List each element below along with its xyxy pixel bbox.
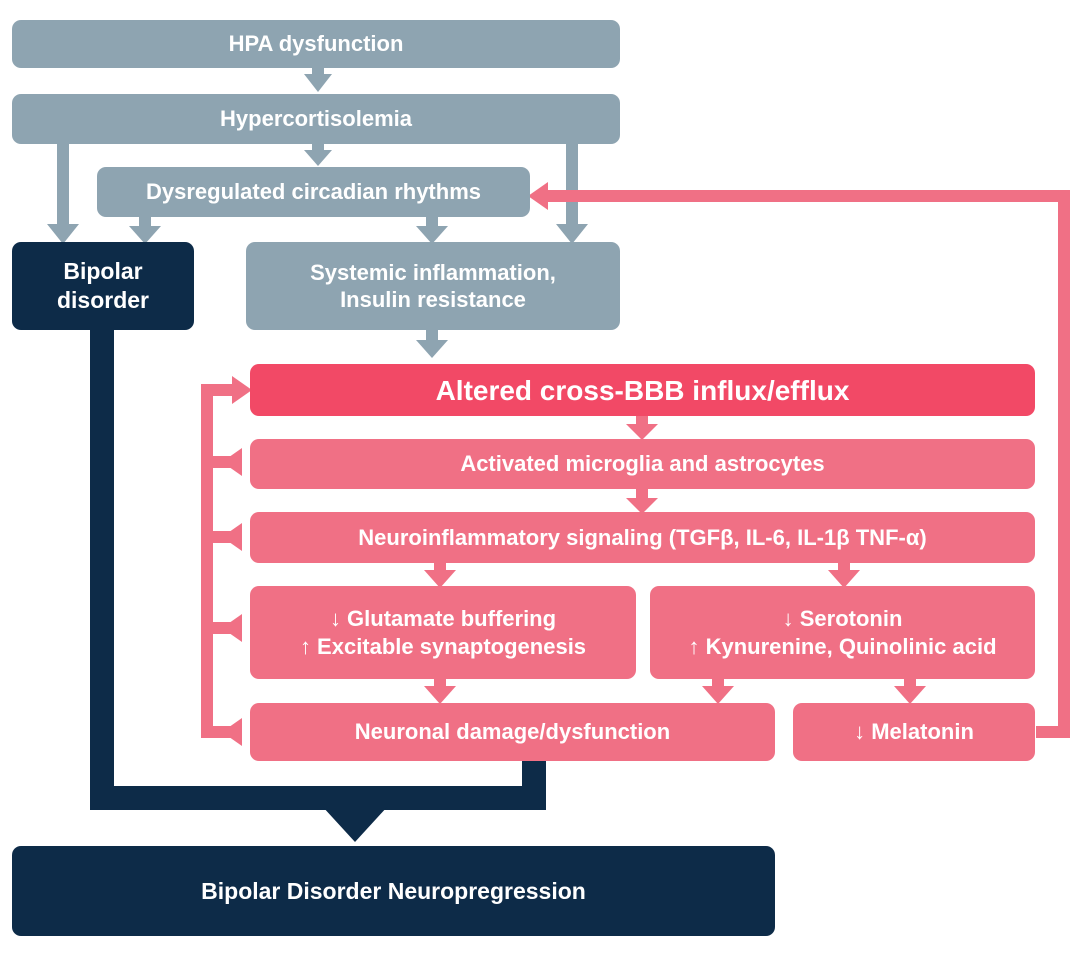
arrow-bbb-to-microglia <box>626 414 658 440</box>
arrow-circadian-to-systemic <box>416 216 448 244</box>
arrow-serotonin-to-neuronal <box>702 678 734 704</box>
node-systemic-inflammation: Systemic inflammation, Insulin resistanc… <box>246 242 620 330</box>
feedback-loop-melatonin-to-circadian <box>528 182 1070 738</box>
arrow-hypercortisolemia-to-systemic <box>556 142 588 244</box>
node-dysregulated-circadian-rhythms: Dysregulated circadian rhythms <box>97 167 530 217</box>
node-glutamate-synaptogenesis-line1: ↓ Glutamate buffering <box>329 606 557 631</box>
node-bipolar-disorder-neuroprogression-label: Bipolar Disorder Neuropregression <box>201 877 586 904</box>
node-systemic-inflammation-line1: Systemic inflammation, <box>310 259 556 285</box>
node-bipolar-disorder-line1: Bipolar <box>63 258 143 285</box>
pink-connectors <box>201 182 1070 746</box>
node-bipolar-disorder-neuroprogression: Bipolar Disorder Neuropregression <box>12 846 775 936</box>
node-hypercortisolemia: Hypercortisolemia <box>12 94 620 144</box>
arrow-hypercortisolemia-to-circadian <box>304 142 332 166</box>
node-hypercortisolemia-label: Hypercortisolemia <box>220 106 412 132</box>
node-serotonin-kynurenine-line2: ↑ Kynurenine, Quinolinic acid <box>688 633 997 659</box>
node-activated-microglia-label: Activated microglia and astrocytes <box>460 451 825 477</box>
node-activated-microglia: Activated microglia and astrocytes <box>250 439 1035 489</box>
node-altered-cross-bbb-label: Altered cross-BBB influx/efflux <box>435 374 850 406</box>
node-melatonin: ↓ Melatonin <box>793 703 1035 761</box>
arrow-microglia-to-neuroinflammatory <box>626 488 658 514</box>
node-glutamate-synaptogenesis-line2: ↑ Excitable synaptogenesis <box>299 633 587 659</box>
node-bipolar-disorder: Bipolar disorder <box>12 242 194 330</box>
node-systemic-inflammation-line2: Insulin resistance <box>340 287 526 312</box>
node-hpa-dysfunction-label: HPA dysfunction <box>228 31 404 57</box>
node-melatonin-label: ↓ Melatonin <box>854 719 974 745</box>
node-neuronal-damage-label: Neuronal damage/dysfunction <box>354 719 671 745</box>
feedback-loop-left <box>201 376 252 746</box>
arrow-serotonin-to-melatonin <box>894 678 926 704</box>
arrow-neuroinflammatory-to-serotonin <box>828 562 860 588</box>
node-hpa-dysfunction: HPA dysfunction <box>12 20 620 68</box>
arrow-circadian-to-bipolar <box>129 216 161 244</box>
arrow-hpa-to-hypercortisolemia <box>304 66 332 92</box>
node-dysregulated-circadian-rhythms-label: Dysregulated circadian rhythms <box>145 179 481 205</box>
navy-connectors <box>90 328 546 842</box>
node-glutamate-synaptogenesis: ↓ Glutamate buffering ↑ Excitable synapt… <box>250 586 636 679</box>
grey-connectors <box>47 66 588 358</box>
arrow-glutamate-to-neuronal <box>424 678 456 704</box>
node-altered-cross-bbb: Altered cross-BBB influx/efflux <box>250 364 1035 416</box>
node-neuronal-damage: Neuronal damage/dysfunction <box>250 703 775 761</box>
arrow-neuroinflammatory-to-glutamate <box>424 562 456 588</box>
arrow-bipolar-to-neuroprogression <box>90 328 546 842</box>
arrow-hypercortisolemia-to-bipolar <box>47 142 79 244</box>
node-serotonin-kynurenine: ↓ Serotonin ↑ Kynurenine, Quinolinic aci… <box>650 586 1035 679</box>
node-neuroinflammatory-signaling-label: Neuroinflammatory signaling (TGFβ, IL-6,… <box>358 524 927 550</box>
arrow-systemic-to-bbb <box>416 330 448 358</box>
node-serotonin-kynurenine-line1: ↓ Serotonin <box>782 606 903 631</box>
node-neuroinflammatory-signaling: Neuroinflammatory signaling (TGFβ, IL-6,… <box>250 512 1035 563</box>
node-bipolar-disorder-line2: disorder <box>56 287 150 313</box>
